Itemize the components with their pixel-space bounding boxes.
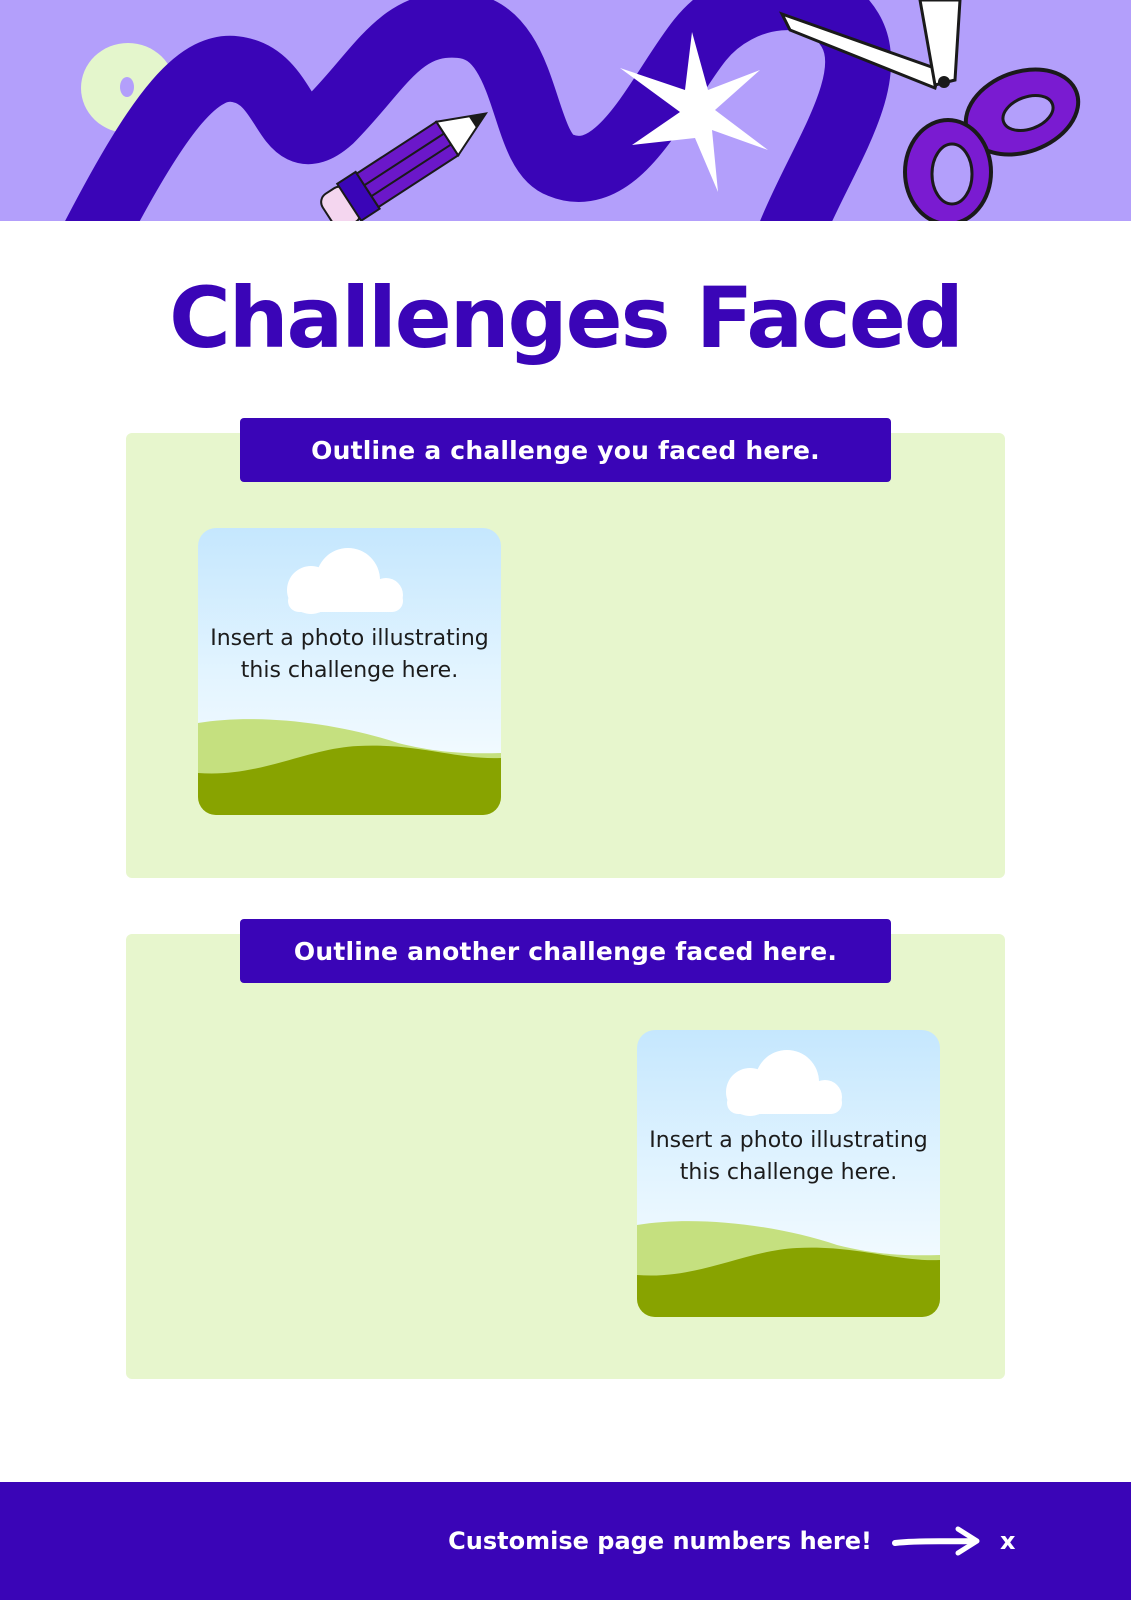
squiggle-icon [65,0,892,221]
cloud-icon [287,548,403,614]
page-title: Challenges Faced [169,269,964,367]
pencil-icon [320,112,489,221]
photo-caption-2: Insert a photo illustrating this challen… [649,1128,928,1185]
arrow-right-icon [892,1526,980,1556]
cloud-icon [726,1050,842,1116]
sparkle-icon [620,32,768,192]
challenge-heading-1[interactable]: Outline a challenge you faced here. [240,418,891,482]
challenge-heading-2[interactable]: Outline another challenge faced here. [240,919,891,983]
scissors-icon [778,0,1081,221]
banner-illustration [65,0,1081,221]
landscape-illustration [198,548,501,815]
page-number-note: Customise page numbers here! [448,1527,872,1555]
photo-caption-1: Insert a photo illustrating this challen… [210,626,489,683]
landscape-illustration [637,1050,940,1317]
photo-placeholder-2[interactable]: Insert a photo illustrating this challen… [637,1030,940,1317]
photo-placeholder-1[interactable]: Insert a photo illustrating this challen… [198,528,501,815]
page-number[interactable]: x [1000,1527,1016,1555]
header-banner [0,0,1131,221]
footer-bar: Customise page numbers here! x [0,1482,1131,1600]
